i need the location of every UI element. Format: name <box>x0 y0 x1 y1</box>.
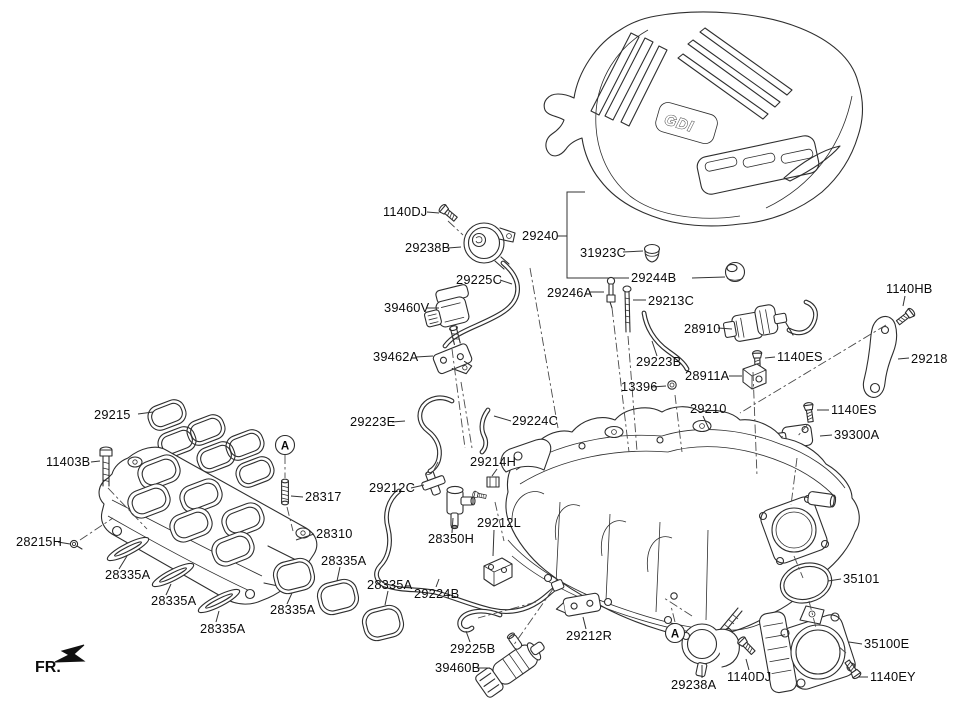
bolt-1140dj-top <box>437 202 460 224</box>
label-13396: 13396 <box>621 379 658 394</box>
front-direction-indicator: FR. <box>35 644 86 676</box>
label-29244b: 29244B <box>631 270 676 285</box>
hose-29225b <box>457 608 503 633</box>
fr-arrow-icon <box>54 644 86 663</box>
screw-28215h <box>69 539 83 550</box>
throttle-body-35100e <box>758 605 856 694</box>
label-29238a: 29238A <box>671 677 717 692</box>
fr-label: FR. <box>35 659 61 676</box>
bolt-1140es-right <box>802 401 816 424</box>
label-29240: 29240 <box>522 228 559 243</box>
label-28335a-2: 28335A <box>105 567 151 582</box>
bracket-29212l <box>483 557 513 587</box>
label-28350h: 28350H <box>428 531 474 546</box>
label-28335a-3: 28335A <box>367 577 413 592</box>
label-29246a: 29246A <box>547 285 593 300</box>
hose-29224b <box>374 488 565 614</box>
label-29225b: 29225B <box>450 641 495 656</box>
label-11403b: 11403B <box>46 454 90 469</box>
bracket-29212r <box>555 592 602 617</box>
label-29218: 29218 <box>911 351 948 366</box>
purge-valve-39460b <box>475 632 545 698</box>
label-29215: 29215 <box>94 407 131 422</box>
stud-28317 <box>281 478 289 506</box>
label-39300a: 39300A <box>834 427 880 442</box>
bracket-28911a <box>742 363 767 390</box>
label-28310: 28310 <box>316 526 353 541</box>
label-29238b: 29238B <box>405 240 450 255</box>
bolt-29213c <box>622 285 632 333</box>
elbow-28350h <box>446 485 476 530</box>
label-35100e: 35100E <box>864 636 909 651</box>
engine-cover: GDI <box>543 11 864 227</box>
label-29223b: 29223B <box>636 354 681 369</box>
bracket-39462a <box>432 343 473 375</box>
label-39460b: 39460B <box>435 660 480 675</box>
clip-29214h <box>471 476 500 501</box>
label-1140es-top: 1140ES <box>777 349 823 364</box>
label-28335a-5: 28335A <box>270 602 316 617</box>
stud-29246a <box>606 276 616 309</box>
label-28335a-1: 28335A <box>321 553 367 568</box>
callout-a-top-text: A <box>281 441 289 453</box>
label-1140dj-top: 1140DJ <box>383 204 427 219</box>
hose-29224c <box>479 407 491 455</box>
label-29224c: 29224C <box>512 413 558 428</box>
callout-a-top: A <box>274 434 296 456</box>
label-28335a-6: 28335A <box>200 621 246 636</box>
hose-29225c <box>442 260 520 349</box>
label-29223e: 29223E <box>350 414 395 429</box>
gasket-35101 <box>779 562 833 604</box>
canister-close-valve-28910 <box>722 304 788 342</box>
label-29213c: 29213C <box>648 293 694 308</box>
callout-a-bottom-text: A <box>671 629 679 641</box>
surge-tank-29210 <box>500 406 860 637</box>
label-28911a: 28911A <box>685 368 730 383</box>
hose-29223e <box>417 395 455 474</box>
assembly-axis-lines <box>79 220 887 654</box>
label-28910: 28910 <box>684 321 721 336</box>
label-29212l: 29212L <box>477 515 521 530</box>
label-1140ey: 1140EY <box>870 669 916 684</box>
label-35101: 35101 <box>843 571 880 586</box>
callout-bracket-29240 <box>557 191 726 279</box>
bolt-11403b <box>99 446 113 487</box>
label-28317: 28317 <box>305 489 342 504</box>
label-29225c: 29225C <box>456 272 502 287</box>
label-29224b: 29224B <box>414 586 459 601</box>
label-28215h: 28215H <box>16 534 62 549</box>
label-1140dj-bottom: 1140DJ <box>727 669 771 684</box>
label-1140es-right: 1140ES <box>831 402 877 417</box>
solenoid-valve-39460v <box>423 284 470 345</box>
label-39460v: 39460V <box>384 300 430 315</box>
bracket-29218 <box>862 315 898 398</box>
purge-control-valve-29238b <box>463 222 516 270</box>
nut-13396 <box>667 380 677 390</box>
label-39462a: 39462A <box>373 349 419 364</box>
part-labels: 1140DJ 29238B 29240 31923C 29244B 29225C… <box>16 204 948 692</box>
grommet-29244b <box>724 261 746 283</box>
label-1140hb: 1140HB <box>886 281 933 296</box>
bolt-1140hb <box>894 306 917 327</box>
grommet-31923c <box>643 243 661 263</box>
label-29214h: 29214H <box>470 454 516 469</box>
label-29212c: 29212C <box>369 480 415 495</box>
actuator-29238a <box>681 607 743 678</box>
hose-28910-elbow <box>785 299 818 336</box>
leader-lines <box>57 211 910 678</box>
label-28335a-4: 28335A <box>151 593 197 608</box>
hose-29223b <box>641 310 690 372</box>
label-29210: 29210 <box>690 401 727 416</box>
label-29212r: 29212R <box>566 628 612 643</box>
label-31923c: 31923C <box>580 245 626 260</box>
callout-a-bottom: A <box>664 622 686 644</box>
